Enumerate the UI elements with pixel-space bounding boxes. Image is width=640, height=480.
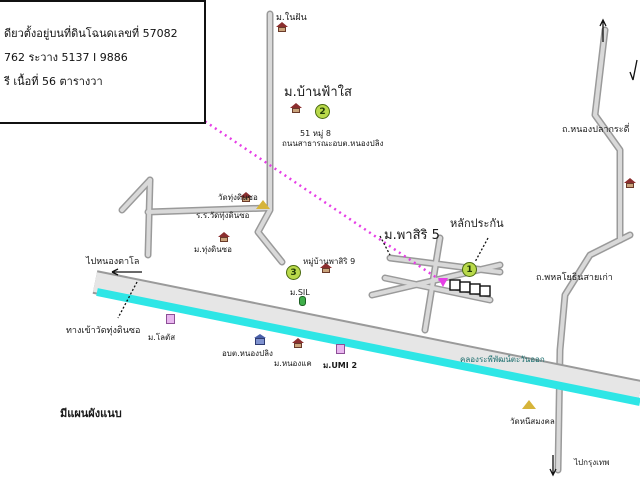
label-wat-nong-lom: วัดหนีสมงคล: [510, 417, 555, 426]
tank-icon-sil: [299, 296, 306, 306]
label-road-to-wat: ทางเข้าวัดทุ่งดินซอ: [66, 326, 141, 336]
label-wat-thung-din-so: วัดทุ่งดินซอ: [218, 193, 258, 202]
label-school: ร.ร.วัดทุ่งดินซอ: [196, 211, 250, 220]
house-icon-nai-fan: [276, 22, 288, 32]
label-to-nong-tha-lo: ไปหนองตาโล: [86, 257, 140, 267]
temple-icon-thung-din-so: [256, 200, 270, 209]
label-obt: อบต.หนองปลิง: [222, 349, 273, 358]
pointer-route: [199, 116, 441, 282]
canal: [96, 288, 640, 406]
house-icon-phasiri9: [320, 263, 332, 273]
deed-info-box: ดียวตั้งอยู่บนที่ดินโฉนดเลขที่ 57082 762…: [0, 0, 206, 124]
label-collateral: หลักประกัน: [450, 217, 504, 230]
label-map-note: มีแผนผังแนบ: [60, 407, 122, 420]
road-fills: [120, 12, 632, 472]
house-icon-school: [240, 192, 252, 202]
marker-2: 2: [315, 104, 330, 119]
label-m-umi2: ม.UMI 2: [323, 361, 358, 370]
government-icon-obt: [254, 334, 266, 345]
temple-icon-nong-lom: [522, 400, 536, 409]
shop-icon-lotus: [166, 314, 175, 324]
label-road-phahon-old: ถ.พหลโยธินสายเก่า: [536, 273, 613, 283]
label-road-nong-pla-krabi: ถ.หนองปลากระดี่: [562, 125, 630, 135]
location-pin-icon: [438, 278, 448, 287]
label-m-lotus: ม.โลตัส: [148, 333, 176, 342]
house-icon-fa-sai: [290, 103, 302, 113]
marker-3: 3: [286, 265, 301, 280]
marker-1: 1: [462, 262, 477, 277]
label-phasiri9: หมู่บ้านพาสิริ 9: [303, 257, 356, 266]
arrows: [111, 18, 607, 477]
label-m-sil: ม.SIL: [290, 288, 310, 297]
collateral-plots: [449, 279, 491, 297]
label-fa-sai-addr1: 51 หมู่ 8: [300, 129, 331, 138]
label-canal: คลองระพีพัฒน์ตะวันออก: [460, 355, 545, 364]
deed-line-2: 762 ระวาง 5137 I 9886: [4, 51, 128, 64]
house-icon-east: [624, 178, 636, 188]
north-arrow: [629, 59, 638, 81]
label-to-bangkok: ไปกรุงเทพ: [574, 458, 610, 467]
deed-line-1: ดียวตั้งอยู่บนที่ดินโฉนดเลขที่ 57082: [4, 27, 178, 40]
label-ban-fa-sai: ม.บ้านฟ้าใส: [284, 85, 352, 100]
deed-line-3: รี เนื้อที่ 56 ตารางวา: [4, 75, 103, 88]
label-m-nong-khae: ม.หนองแค: [274, 359, 312, 368]
house-icon-thung-din-so: [218, 232, 230, 242]
label-nai-fan: ม.ในฝัน: [276, 13, 307, 23]
main-road: [93, 272, 640, 402]
house-icon-nong-khae: [292, 338, 304, 348]
shop-icon-umi2: [336, 344, 345, 354]
label-fa-sai-addr2: ถนนสาธารณะอบต.หนองปลิง: [282, 139, 384, 148]
label-m-thung-din-so: ม.ทุ่งดินซอ: [194, 245, 232, 254]
label-m-phasiri5: ม.พาสิริ 5: [384, 228, 440, 243]
